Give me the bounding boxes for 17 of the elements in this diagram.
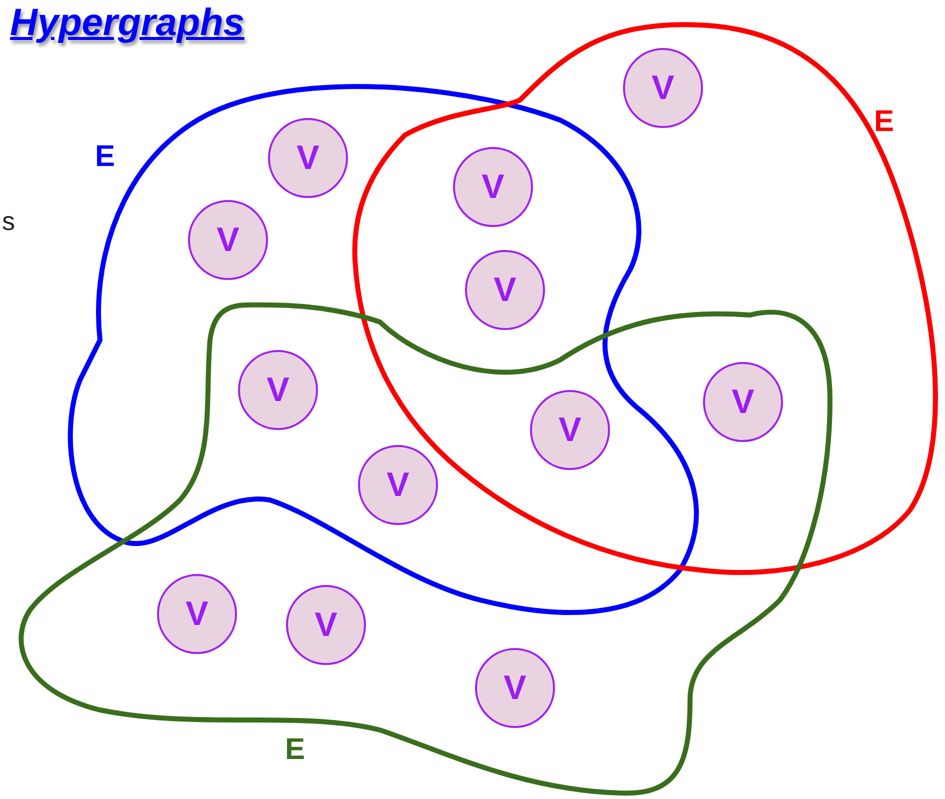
vertex-circle: V: [188, 200, 268, 280]
hyperedge-label: E: [874, 107, 894, 137]
vertex-circle: V: [475, 648, 555, 728]
vertex-circle: V: [268, 118, 348, 198]
vertex-circle: V: [623, 48, 703, 128]
vertex-circle: V: [453, 147, 533, 227]
cut-off-text: s: [2, 206, 15, 237]
vertex-circle: V: [358, 445, 438, 525]
vertex-circle: V: [465, 250, 545, 330]
vertex-circle: V: [530, 390, 610, 470]
vertex-circle: V: [157, 574, 237, 654]
vertex-circle: V: [286, 585, 366, 665]
vertex-circle: V: [703, 362, 783, 442]
hyperedge-label: E: [95, 142, 116, 172]
title: Hypergraphs: [10, 2, 244, 45]
hyperedge-label: E: [285, 735, 306, 765]
vertex-circle: V: [238, 350, 318, 430]
